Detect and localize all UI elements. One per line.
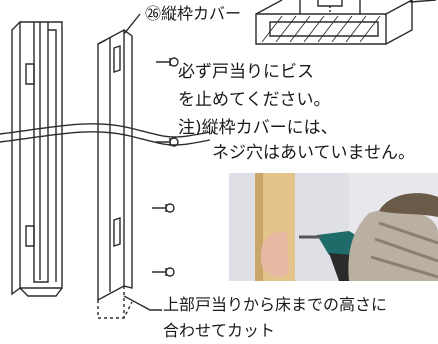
door-frame-section (11, 21, 63, 297)
caution-note-line-2: ネジ穴はあいていません。 (212, 143, 415, 163)
cross-section-detail (255, 0, 437, 45)
instruction-note-line-2: を止めてください。 (178, 90, 331, 110)
break-line-top (0, 123, 211, 138)
break-line-bottom (0, 131, 211, 146)
cut-instruction-line-2: 合わせてカット (163, 321, 276, 340)
part-label-vertical-frame-cover: ㉖縦枠カバー (145, 4, 242, 23)
screw-icon (152, 203, 175, 213)
screw-icon (152, 267, 175, 277)
part-callout-line (123, 13, 141, 35)
screw-icon (156, 57, 179, 67)
screw-icon (156, 137, 179, 147)
cut-instruction-line-1: 上部戸当りから床までの高さに (163, 295, 388, 314)
vertical-frame-cover (97, 28, 133, 319)
drill-photo (229, 173, 438, 281)
instruction-note-line-1: 必ず戸当りにビス (178, 62, 314, 82)
cut-callout-line (123, 295, 162, 311)
caution-note-line-1: 注)縦枠カバーには、 (178, 118, 338, 138)
